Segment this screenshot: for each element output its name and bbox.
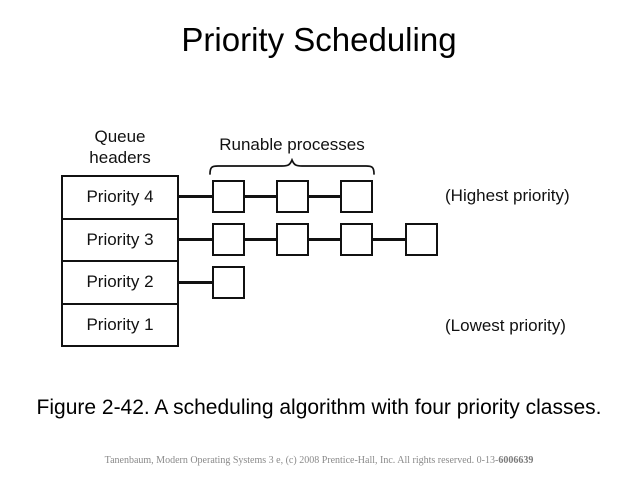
highest-priority-label: (Highest priority) [445,186,570,205]
queue-header-table: Priority 4 Priority 3 Priority 2 Priorit… [61,175,179,347]
slide-title: Priority Scheduling [181,21,457,58]
process-box [212,223,245,256]
copyright-isbn-bold: 6006639 [498,455,534,466]
connector-line [373,238,405,241]
lowest-priority-label: (Lowest priority) [445,316,566,335]
queue-headers-label-line2: headers [89,148,151,167]
queue-headers-label: Queue headers [61,126,179,168]
runable-processes-label: Runable processes [219,135,365,154]
connector-line [179,281,212,284]
figure-caption: Figure 2-42. A scheduling algorithm with… [36,396,602,419]
queue-row-priority-3: Priority 3 [63,220,177,262]
process-box [276,223,309,256]
overbrace-icon [209,158,375,175]
process-box [340,223,373,256]
queue-row-priority-4: Priority 4 [63,177,177,220]
process-box [212,180,245,213]
queue-headers-label-line1: Queue [94,127,146,146]
process-box [212,266,245,299]
copyright-text: Tanenbaum, Modern Operating Systems 3 e,… [104,455,499,466]
connector-line [179,195,212,198]
connector-line [179,238,212,241]
process-box [340,180,373,213]
connector-line [245,195,276,198]
process-box [276,180,309,213]
connector-line [309,195,340,198]
connector-line [245,238,276,241]
connector-line [309,238,340,241]
copyright-footer: Tanenbaum, Modern Operating Systems 3 e,… [0,454,638,467]
queue-row-priority-1: Priority 1 [86,314,154,334]
process-box [405,223,438,256]
queue-row-priority-2: Priority 2 [63,262,177,305]
